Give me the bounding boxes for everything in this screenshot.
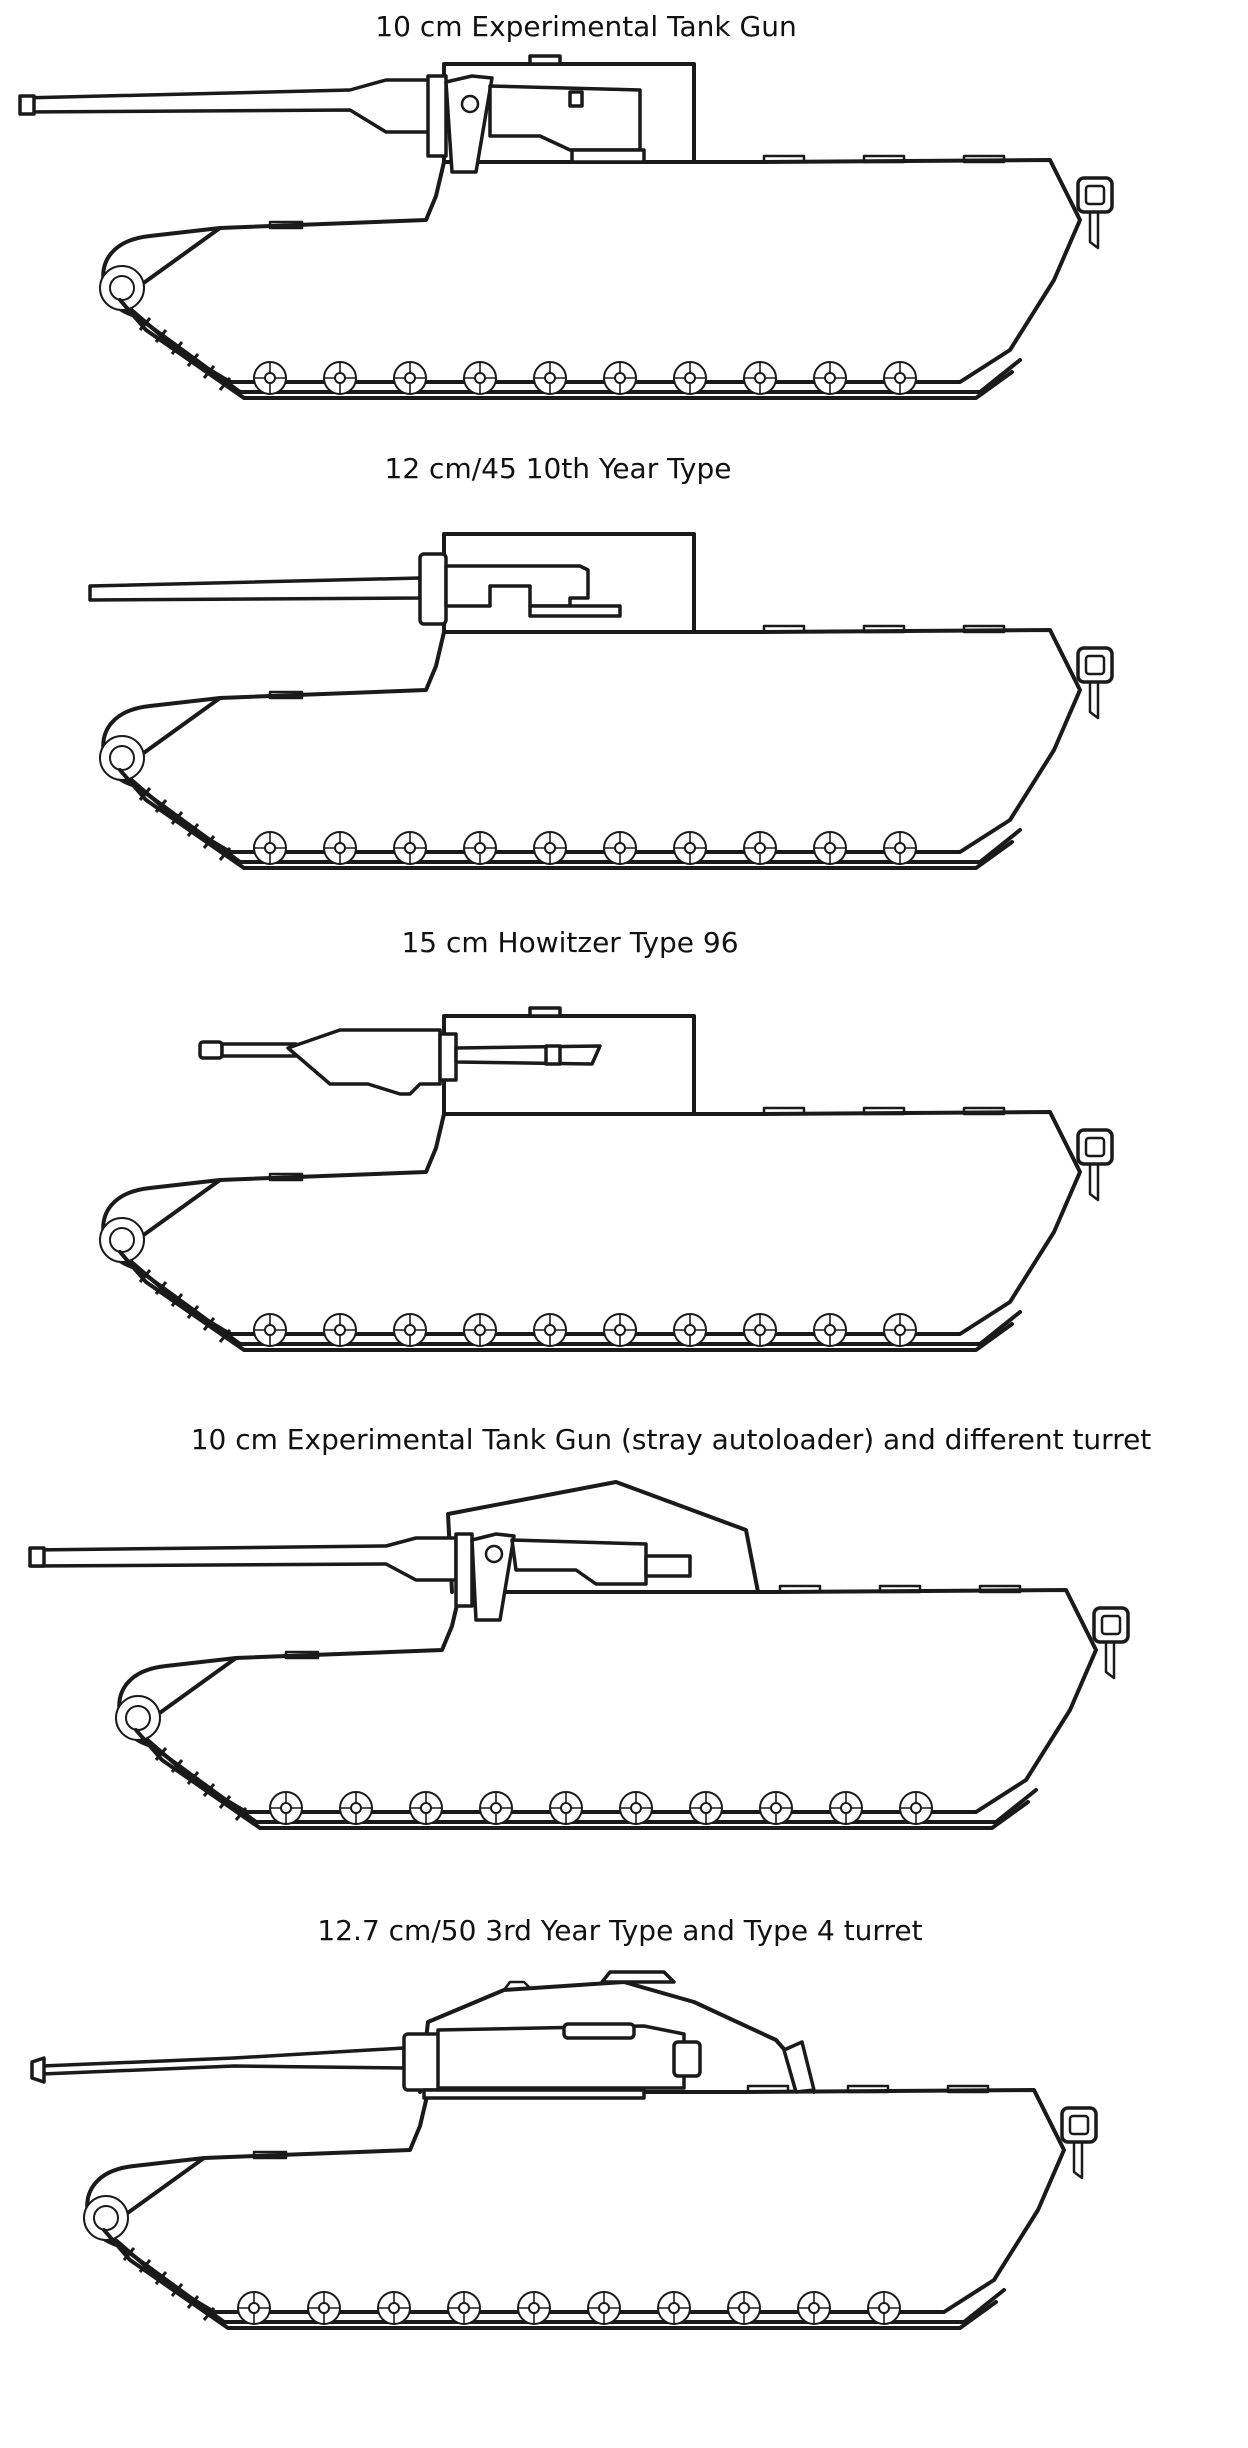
panel-3-tank bbox=[98, 1006, 1114, 1352]
panel-1-cupola bbox=[528, 54, 562, 66]
panel-2-breech bbox=[444, 564, 590, 608]
panel-5-stowage bbox=[782, 2040, 816, 2094]
panel-1-tank bbox=[18, 54, 1114, 400]
panel-3-breech bbox=[454, 1044, 602, 1066]
panel-1-caption: 10 cm Experimental Tank Gun bbox=[375, 10, 796, 43]
panel-5-tank bbox=[30, 1970, 1098, 2330]
panel-5: 12.7 cm/50 3rd Year Type and Type 4 turr… bbox=[30, 1914, 1098, 2330]
panel-1-gun-barrel bbox=[20, 78, 432, 134]
panel-2: 12 cm/45 10th Year Type bbox=[88, 452, 1114, 870]
panel-2-loader-tray bbox=[528, 604, 622, 618]
panel-5-vision-port bbox=[503, 1980, 531, 1991]
panel-5-cupola bbox=[600, 1970, 676, 1984]
panel-3-caption: 15 cm Howitzer Type 96 bbox=[401, 926, 738, 959]
panel-5-recoil-cylinder bbox=[562, 2022, 636, 2040]
panel-3-cradle bbox=[286, 1028, 442, 1096]
panel-4: 10 cm Experimental Tank Gun (stray autol… bbox=[28, 1423, 1152, 1830]
panel-2-caption: 12 cm/45 10th Year Type bbox=[385, 452, 732, 485]
panel-3-mantlet bbox=[438, 1032, 458, 1082]
panel-5-loader-tray bbox=[422, 2088, 646, 2100]
panel-2-gun-barrel bbox=[88, 576, 422, 602]
panel-1-muzzle bbox=[18, 94, 36, 116]
panel-4-autoloader bbox=[644, 1554, 692, 1578]
panel-5-caption: 12.7 cm/50 3rd Year Type and Type 4 turr… bbox=[317, 1914, 922, 1947]
panel-1-gun-shield bbox=[444, 74, 494, 174]
panel-5-gun-barrel bbox=[40, 2046, 406, 2076]
panel-1-trunnion bbox=[460, 94, 480, 114]
panel-1-loader-tray bbox=[570, 148, 646, 164]
panel-4-mantlet bbox=[454, 1532, 474, 1608]
panel-5-breech bbox=[436, 2024, 686, 2090]
panel-1-breech-block bbox=[568, 90, 584, 108]
panel-3-breech-ring bbox=[544, 1044, 562, 1066]
panel-5-breech-end bbox=[672, 2040, 702, 2078]
panel-2-tank bbox=[88, 532, 1114, 870]
panel-5-muzzle bbox=[30, 2056, 46, 2084]
panel-4-tank bbox=[28, 1480, 1130, 1830]
panel-4-caption: 10 cm Experimental Tank Gun (stray autol… bbox=[191, 1423, 1152, 1456]
panel-4-muzzle bbox=[28, 1546, 46, 1568]
panel-3-cupola bbox=[528, 1006, 562, 1018]
panel-4-gun-barrel bbox=[30, 1536, 458, 1582]
panel-3: 15 cm Howitzer Type 96 bbox=[98, 926, 1114, 1352]
panel-4-breech bbox=[510, 1538, 648, 1586]
panel-1-breech bbox=[488, 84, 642, 152]
panel-1: 10 cm Experimental Tank Gun bbox=[18, 10, 1114, 400]
panel-2-mantlet bbox=[418, 552, 448, 626]
panel-4-gun-shield bbox=[470, 1532, 516, 1622]
panel-4-trunnion bbox=[484, 1544, 504, 1564]
panel-1-mantlet bbox=[426, 74, 448, 158]
panel-3-muzzle-brake bbox=[198, 1040, 224, 1060]
panel-3-barrel bbox=[220, 1042, 298, 1058]
